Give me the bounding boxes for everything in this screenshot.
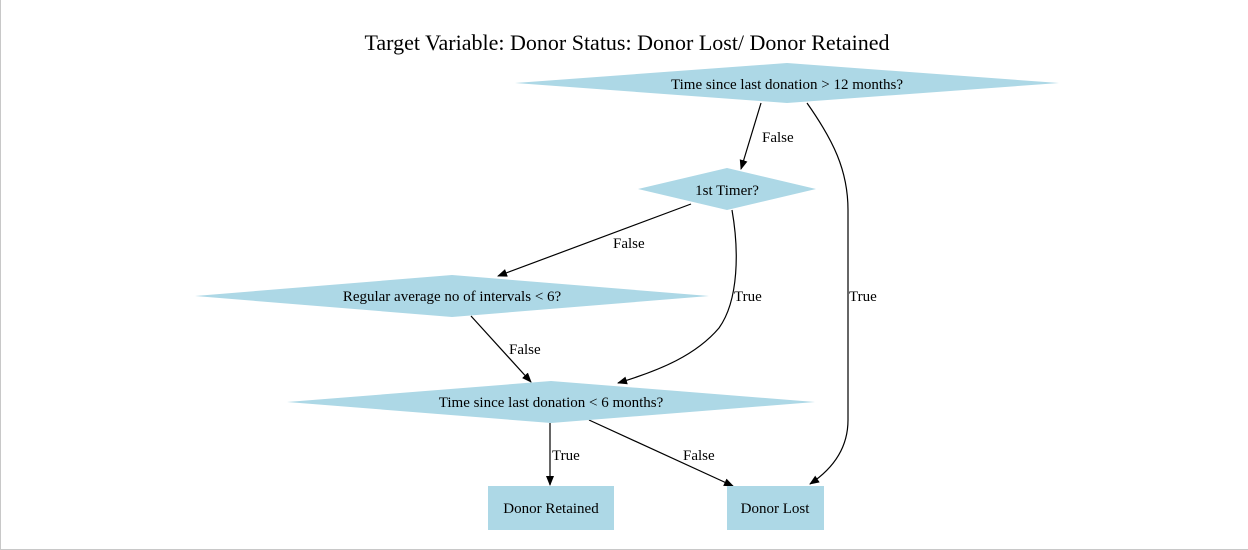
edge-label-q4-retained: True [552, 448, 580, 464]
edge-label-q1-q2: False [762, 130, 794, 146]
node-label-q2: 1st Timer? [695, 183, 759, 199]
edge-label-q2-q3: False [613, 236, 645, 252]
diamond-shape [515, 63, 1059, 103]
node-label-retained: Donor Retained [503, 501, 599, 517]
edge-label-q4-lost: False [683, 448, 715, 464]
node-label-q3: Regular average no of intervals < 6? [343, 289, 562, 305]
node-label-q1: Time since last donation > 12 months? [671, 77, 903, 93]
edge-q2-to-q4 [617, 209, 737, 385]
diamond-shape [195, 275, 709, 317]
edges: False True False True False True False [470, 102, 877, 487]
edge-q1-to-q2 [739, 102, 762, 170]
diagram-title: Target Variable: Donor Status: Donor Los… [365, 30, 890, 55]
edge-q3-to-q4 [470, 315, 532, 383]
decision-node-time-over-12-months: Time since last donation > 12 months? [515, 63, 1059, 103]
edge-label-q2-q4: True [734, 289, 762, 305]
decision-node-first-timer: 1st Timer? [638, 168, 816, 210]
diamond-shape [287, 381, 815, 423]
box-shape [727, 486, 824, 530]
nodes: Time since last donation > 12 months? 1s… [195, 63, 1059, 530]
decision-node-regular-intervals: Regular average no of intervals < 6? [195, 275, 709, 317]
outcome-node-donor-retained: Donor Retained [488, 486, 614, 530]
node-label-q4: Time since last donation < 6 months? [439, 395, 664, 411]
node-label-lost: Donor Lost [741, 501, 811, 517]
decision-node-time-under-6-months: Time since last donation < 6 months? [287, 381, 815, 423]
diamond-shape [638, 168, 816, 210]
edge-label-q3-q4: False [509, 342, 541, 358]
edge-q2-to-q3 [497, 203, 692, 277]
box-shape [488, 486, 614, 530]
outcome-node-donor-lost: Donor Lost [727, 486, 824, 530]
edge-q1-to-lost [806, 102, 849, 485]
edge-q4-to-lost [588, 419, 734, 487]
edge-label-q1-lost: True [849, 289, 877, 305]
